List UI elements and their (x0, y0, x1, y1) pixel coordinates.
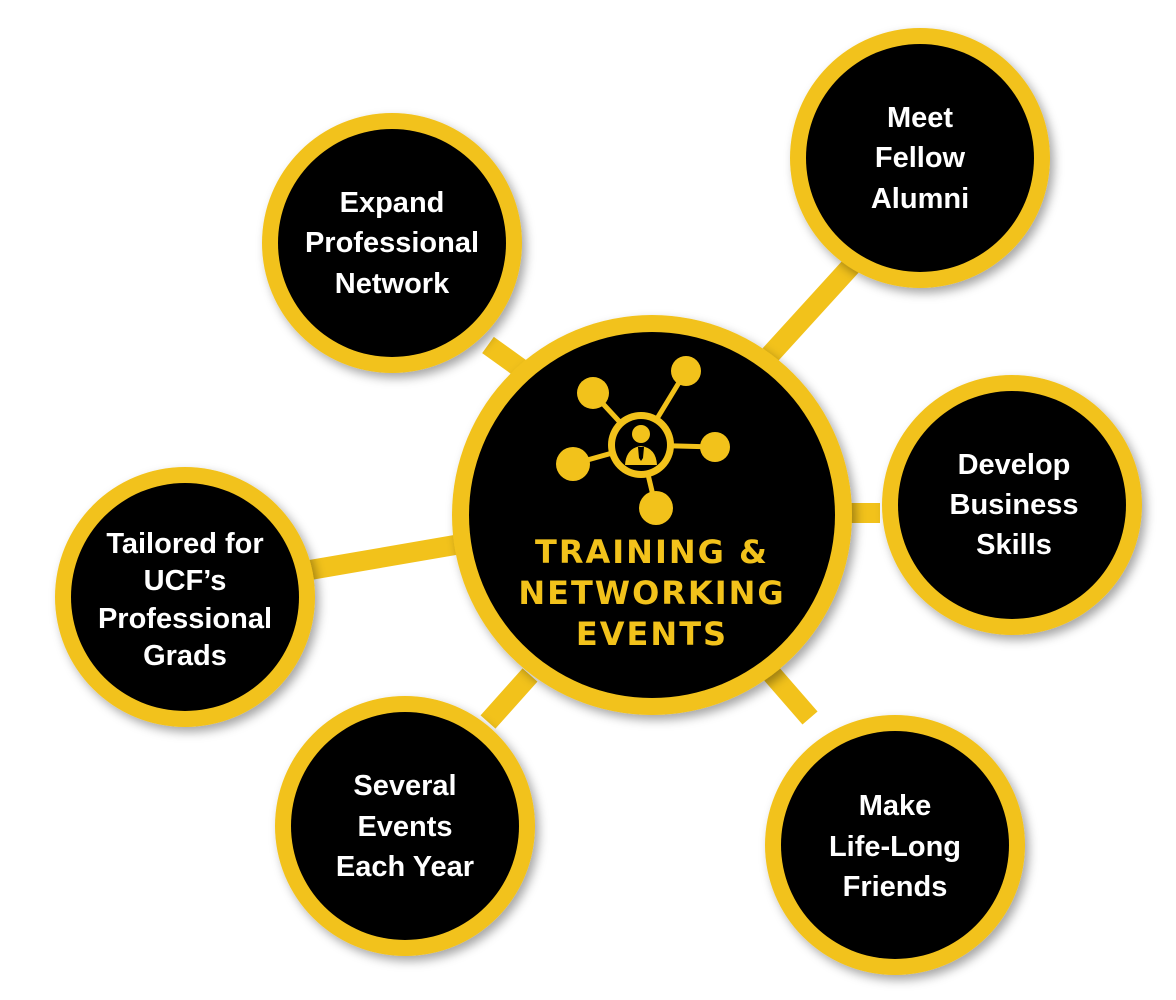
node-make (765, 715, 1025, 975)
connector-meet (762, 258, 860, 362)
label-several-line-1: Events (357, 811, 452, 843)
label-tailored: Tailored for UCF’s Professional Grads (98, 528, 272, 672)
label-several: Several Events Each Year (336, 770, 474, 883)
label-tailored-line-2: Professional (98, 603, 272, 635)
node-several (275, 696, 535, 956)
label-meet-line-0: Meet (887, 102, 953, 134)
connector-several (480, 668, 538, 729)
connector-tailored (308, 535, 457, 580)
label-meet-line-1: Fellow (875, 142, 966, 174)
label-make-line-0: Make (859, 790, 932, 822)
node-tailored (55, 467, 315, 727)
label-develop-line-0: Develop (958, 449, 1071, 481)
label-expand-line-0: Expand (340, 187, 445, 219)
label-tailored-line-1: UCF’s (144, 565, 227, 597)
label-tailored-line-3: Grads (143, 640, 227, 672)
label-meet-line-2: Alumni (871, 183, 969, 215)
label-several-line-0: Several (353, 770, 456, 802)
label-develop: Develop Business Skills (950, 449, 1079, 561)
label-expand-line-2: Network (335, 268, 450, 300)
label-expand-line-1: Professional (305, 227, 479, 259)
label-develop-line-1: Business (950, 489, 1079, 521)
label-expand: Expand Professional Network (305, 187, 479, 300)
label-meet: Meet Fellow Alumni (871, 102, 969, 215)
node-develop (882, 375, 1142, 635)
connector-make (762, 665, 818, 725)
network-person-icon (556, 356, 730, 525)
label-make: Make Life-Long Friends (829, 790, 961, 903)
node-expand (262, 113, 522, 373)
center-title-line-1: NETWORKING (518, 574, 785, 612)
label-develop-line-2: Skills (976, 529, 1052, 561)
label-make-line-1: Life-Long (829, 831, 961, 863)
center-title: TRAINING & NETWORKING EVENTS (518, 533, 785, 653)
node-meet (790, 28, 1050, 288)
center-title-line-2: EVENTS (576, 615, 728, 653)
label-several-line-2: Each Year (336, 851, 474, 883)
connector-expand (482, 336, 526, 377)
center-title-line-0: TRAINING & (535, 533, 769, 571)
label-make-line-2: Friends (843, 871, 948, 903)
label-tailored-line-0: Tailored for (106, 528, 263, 560)
